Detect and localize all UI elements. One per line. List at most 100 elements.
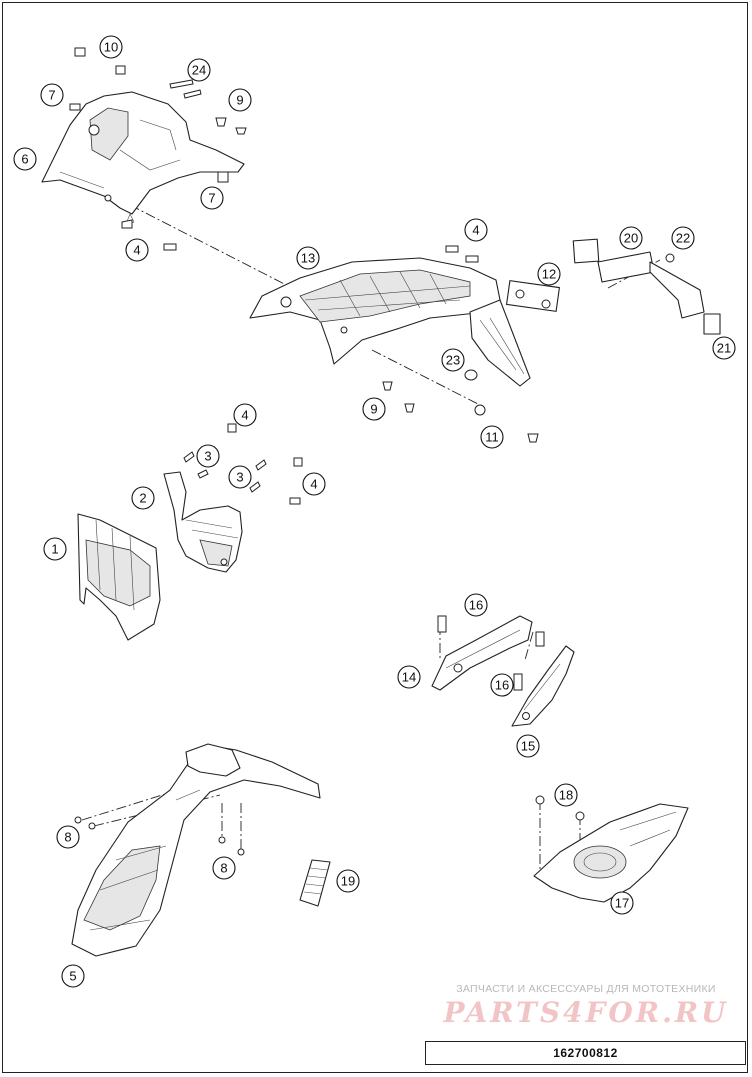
callout-4: 4 (233, 403, 257, 427)
rear-mudguard (249, 257, 531, 387)
callout-23: 23 (441, 348, 465, 372)
callout-circle (228, 465, 252, 489)
hardware-top-left (69, 47, 247, 251)
callout-24: 24 (187, 58, 211, 82)
callout-16: 16 (464, 593, 488, 617)
callout-number: 13 (301, 251, 315, 266)
callout-9: 9 (362, 397, 386, 421)
callout-circle (610, 891, 634, 915)
callout-number: 10 (104, 40, 118, 55)
callout-circle (212, 856, 236, 880)
callout-circle (302, 472, 326, 496)
callout-number: 4 (472, 223, 479, 238)
callout-number: 9 (370, 402, 377, 417)
callout-17: 17 (610, 891, 634, 915)
plate-parts (506, 238, 721, 335)
callout-number: 23 (446, 353, 460, 368)
callout-circle (99, 35, 123, 59)
side-cover-right (511, 645, 575, 727)
callout-circle (296, 246, 320, 270)
clips-right (445, 245, 479, 263)
callout-circle (516, 734, 540, 758)
callout-circle (671, 226, 695, 250)
callout-number: 8 (220, 861, 227, 876)
headlight-bracket (163, 423, 303, 573)
mudguard-sticker (299, 859, 331, 907)
callout-number: 4 (310, 477, 317, 492)
callout-circle (619, 226, 643, 250)
callout-number: 22 (676, 231, 690, 246)
callout-5: 5 (61, 964, 85, 988)
callout-number: 8 (64, 830, 71, 845)
callout-number: 12 (542, 267, 556, 282)
callout-number: 4 (133, 243, 140, 258)
callout-circle (464, 593, 488, 617)
diagram-code-box: 162700812 (425, 1041, 746, 1065)
callout-2: 2 (131, 486, 155, 510)
tank-cover (533, 795, 689, 903)
callout-16: 16 (490, 673, 514, 697)
callout-circle (554, 783, 578, 807)
callout-10: 10 (99, 35, 123, 59)
callout-circle (13, 147, 37, 171)
callout-circle (125, 238, 149, 262)
callout-9: 9 (228, 88, 252, 112)
callout-circle (228, 88, 252, 112)
callout-21: 21 (712, 336, 736, 360)
rear-mudguard-holder (41, 91, 245, 225)
callout-number: 16 (469, 598, 483, 613)
callout-number: 17 (615, 896, 629, 911)
callout-circle (397, 665, 421, 689)
callout-11: 11 (480, 425, 504, 449)
callout-number: 11 (485, 430, 499, 445)
callout-8: 8 (56, 825, 80, 849)
callout-number: 3 (204, 449, 211, 464)
callout-circle (712, 336, 736, 360)
callout-circle (362, 397, 386, 421)
callout-number: 7 (48, 88, 55, 103)
callout-number: 24 (192, 63, 206, 78)
callout-number: 7 (208, 191, 215, 206)
callout-number: 6 (21, 152, 28, 167)
callout-7: 7 (40, 83, 64, 107)
callout-circle (480, 425, 504, 449)
watermark-caption: ЗАПЧАСТИ И АКСЕССУАРЫ ДЛЯ МОТОТЕХНИКИ (456, 983, 716, 995)
callout-number: 3 (236, 470, 243, 485)
diagram-code: 162700812 (553, 1046, 618, 1060)
callout-8: 8 (212, 856, 236, 880)
callout-circle (537, 262, 561, 286)
callout-13: 13 (296, 246, 320, 270)
callout-circle (40, 83, 64, 107)
callout-3: 3 (228, 465, 252, 489)
callout-3: 3 (196, 444, 220, 468)
callout-14: 14 (397, 665, 421, 689)
callout-number: 1 (51, 542, 58, 557)
callout-circle (441, 348, 465, 372)
callout-1: 1 (43, 537, 67, 561)
callout-circle (43, 537, 67, 561)
callout-6: 6 (13, 147, 37, 171)
callout-number: 14 (402, 670, 416, 685)
callout-circle (61, 964, 85, 988)
callout-number: 16 (495, 678, 509, 693)
callout-circle (464, 218, 488, 242)
callout-20: 20 (619, 226, 643, 250)
lower-fasteners-rear (382, 369, 539, 443)
watermark-logo: PARTS4FOR.RU (443, 996, 729, 1029)
callout-circle (490, 673, 514, 697)
callout-4: 4 (302, 472, 326, 496)
callout-number: 19 (341, 874, 355, 889)
callout-circle (233, 403, 257, 427)
headlight-mask (77, 513, 161, 641)
callout-number: 20 (624, 231, 638, 246)
callout-12: 12 (537, 262, 561, 286)
callout-circle (336, 869, 360, 893)
callout-4: 4 (464, 218, 488, 242)
callout-number: 2 (139, 491, 146, 506)
callout-18: 18 (554, 783, 578, 807)
callout-number: 5 (69, 969, 76, 984)
callout-circle (196, 444, 220, 468)
